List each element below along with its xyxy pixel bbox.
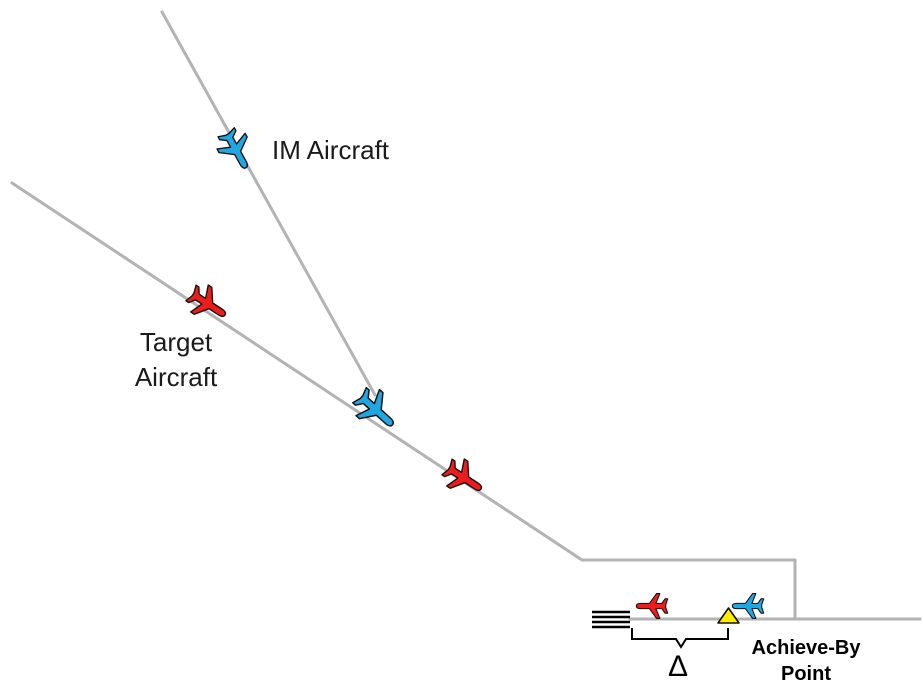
spacing-brace-icon xyxy=(631,628,729,649)
target-aircraft-route xyxy=(10,181,797,621)
runway-threshold-icon xyxy=(592,610,630,629)
target-aircraft-final-icon xyxy=(635,593,669,619)
target-aircraft-label: Target Aircraft xyxy=(122,325,230,395)
achieve-by-point-triangle-icon xyxy=(717,607,740,624)
target-aircraft-label-line1: Target xyxy=(139,327,213,357)
target-aircraft-icon xyxy=(181,278,235,330)
target-aircraft-label-line2: Aircraft xyxy=(134,362,218,393)
im-aircraft-icon xyxy=(211,123,261,177)
im-aircraft-route xyxy=(160,10,377,397)
achieve-by-point-label-line2: Point xyxy=(781,663,831,685)
im-aircraft-label: IM Aircraft xyxy=(272,135,390,165)
spacing-delta-label: Δ xyxy=(668,650,689,683)
achieve-by-point-label-line1: Achieve-By xyxy=(751,637,861,659)
im-aircraft-final-icon xyxy=(731,593,765,619)
achieve-by-point-label: Achieve-By Point xyxy=(736,635,876,687)
